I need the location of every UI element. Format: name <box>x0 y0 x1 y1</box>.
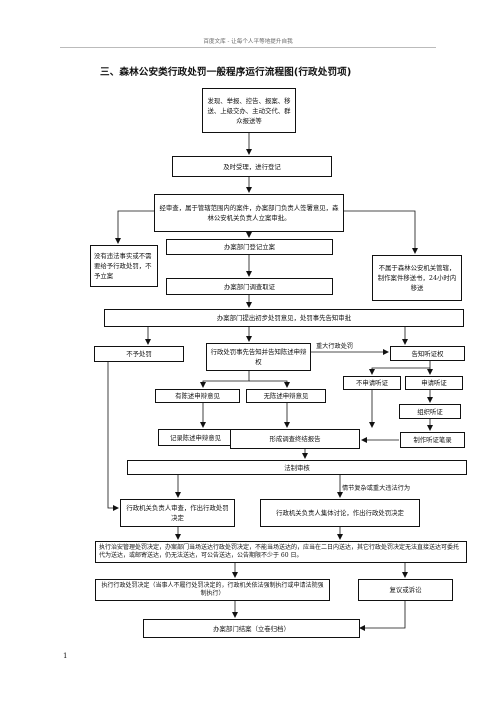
node-no-violation: 没有违法事实或不需要给予行政处罚，不予立案 <box>90 245 158 287</box>
page-header: 百度文库 - 让每个人平等地提升自我 <box>203 39 293 45</box>
node-has-statement: 有陈述申辩意见 <box>155 389 240 403</box>
node-review-approval: 经审查，属于管辖范围内的案件，办案部门负责人签署意见，森林公安机关负责人立案审批… <box>154 194 344 232</box>
node-transfer-case: 不属于森林公安机关管辖，制作案件移送书，24小时内移送 <box>372 255 462 301</box>
node-no-hearing: 不申请听证 <box>343 376 401 390</box>
node-legal-review: 法制审核 <box>127 460 467 475</box>
node-case-sources: 发现、举报、控告、报案、移送、上级交办、主动交代、群众报送等 <box>202 88 296 133</box>
node-execute-delivery: 执行治安管理处罚决定，办案部门当场送达行政处罚决定，不能当场送达的，应当在二日内… <box>95 541 467 563</box>
node-collective-decision: 行政机关负责人集体讨论，作出行政处罚决定 <box>260 499 420 527</box>
node-record-statement: 记录陈述申辩意见 <box>158 429 233 446</box>
node-hearing-record: 制作听证笔录 <box>400 432 465 448</box>
node-prior-notice: 行政处罚事先告知并告知陈述申辩权 <box>206 343 311 371</box>
node-hearing-notice: 告知听证权 <box>390 346 465 361</box>
node-organize-hearing: 组织听证 <box>399 404 461 419</box>
node-head-decision: 行政机关负责人审查，作出行政处罚决定 <box>120 499 235 527</box>
node-case-closure: 办案部门结案（立卷归档） <box>143 619 360 638</box>
node-investigation: 办案部门调查取证 <box>166 278 333 295</box>
node-case-filing: 办案部门登记立案 <box>166 239 333 255</box>
label-major-penalty: 重大行政处罚 <box>316 343 354 350</box>
page-title: 三、森林公安类行政处罚一般程序运行流程图(行政处罚项) <box>100 67 352 78</box>
node-final-report: 形成调查终结报告 <box>230 429 360 449</box>
page-number: 1 <box>63 652 68 660</box>
node-accept-register: 及时受理，进行登记 <box>172 156 332 177</box>
header-divider <box>60 47 436 48</box>
node-apply-hearing: 申请听证 <box>405 376 463 390</box>
node-no-penalty: 不予处罚 <box>94 346 184 362</box>
node-reconsideration: 复议或诉讼 <box>358 579 453 601</box>
node-initial-opinion: 办案部门提出初步处罚意见，处罚事先告知审批 <box>104 309 464 327</box>
label-complex-case: 情节复杂或重大违法行为 <box>342 485 411 492</box>
node-no-statement: 无陈述申辩意见 <box>246 389 326 403</box>
node-enforce-decision: 执行行政处罚决定（当事人不履行处罚决定的，行政机关依法强制执行或申请法院强制执行… <box>95 579 330 601</box>
